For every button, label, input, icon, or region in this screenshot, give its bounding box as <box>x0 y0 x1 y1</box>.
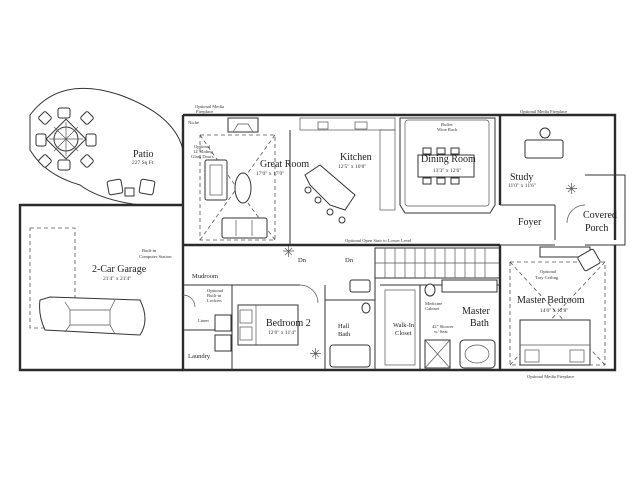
niche-note: Niche <box>188 120 199 125</box>
kitchen: Kitchen 12'5" x 10'8" <box>299 117 396 224</box>
hall-bath-label-1: Hall <box>338 323 349 330</box>
tray-note-mb-2: Tray Ceiling <box>535 275 559 280</box>
media-note-bottom: Optional Media Fireplace <box>527 374 574 379</box>
fireplace-icon <box>227 117 259 133</box>
car-icon <box>39 296 146 336</box>
dn-label-2: Dn <box>298 257 307 264</box>
tray-note-mb: Optional <box>540 269 557 274</box>
garage-size: 21'4" x 21'4" <box>103 276 131 282</box>
kitchen-size: 12'5" x 10'8" <box>338 164 366 170</box>
master-bedroom: Master Bedroom 14'0" x 12'8" Optional Tr… <box>498 244 606 379</box>
shower-note: 42" Shower <box>432 324 454 329</box>
built-in-note-2: Computer Station <box>139 254 172 259</box>
great-room: Great Room 17'0" x 17'0" Optional Media … <box>188 104 309 257</box>
stair-note: Optional Open Stair to Lower Level <box>345 238 412 243</box>
desk-icon <box>524 139 564 159</box>
patio-label: Patio <box>133 149 154 160</box>
hall-bath: Hall Bath <box>325 278 376 370</box>
plant-icon-bedroom <box>310 348 321 359</box>
great-room-size: 17'0" x 17'0" <box>256 171 284 177</box>
loveseat-icon <box>221 217 268 239</box>
glass-doors-note-2: 12' Sliding <box>193 149 214 154</box>
medicine-note: Medicine <box>425 301 442 306</box>
foyer-label: Foyer <box>518 217 542 228</box>
bedroom-2: Bedroom 2 12'0" x 11'4" <box>232 284 326 370</box>
laundry-label: Laundry <box>188 353 211 360</box>
shower-note-2: w/ Seat <box>434 329 448 334</box>
great-room-label: Great Room <box>260 159 309 170</box>
master-bed-icon <box>519 319 591 366</box>
dining-room-label: Dining Room <box>421 154 476 165</box>
bedroom2-size: 12'0" x 11'4" <box>268 330 296 336</box>
mudroom-laundry: Mudroom Optional Built-in Lockers Linen … <box>182 273 233 370</box>
sofa-icon <box>204 159 228 201</box>
bedroom2-label: Bedroom 2 <box>266 318 311 329</box>
stairs: Dn Dn Optional Open Stair to Lower Level <box>298 238 501 279</box>
porch-label-2: Porch <box>585 223 608 234</box>
master-bath: Walk-In Closet Master Bath Medicine Cabi… <box>380 279 500 370</box>
dining-room-size: 13'3" x 12'6" <box>433 168 461 174</box>
exterior-walls <box>18 113 626 372</box>
walkin-label-2: Closet <box>395 330 412 337</box>
bench-note-2: Built-in <box>207 293 222 298</box>
patio-area: Patio 227 Sq Ft <box>29 87 184 206</box>
master-bath-label-2: Bath <box>470 318 489 329</box>
plant-icon-study <box>566 183 577 194</box>
coffee-table-icon <box>234 172 252 204</box>
glass-doors-note: Optional <box>194 144 211 149</box>
study-label: Study <box>510 172 533 183</box>
dining-table-icon <box>417 147 475 185</box>
garage: 2-Car Garage 21'4" x 21'4" Built-in Comp… <box>29 227 172 336</box>
wine-rack-note: Wine Rack <box>437 127 458 132</box>
patio-size: 227 Sq Ft <box>132 160 154 166</box>
kitchen-label: Kitchen <box>340 152 372 163</box>
walkin-label-1: Walk-In <box>393 322 415 329</box>
foyer: Foyer Covered Porch <box>518 204 617 240</box>
mudroom-label: Mudroom <box>192 273 218 280</box>
bed-icon <box>237 304 299 346</box>
plant-icon <box>283 246 294 257</box>
medicine-note-2: Cabinet <box>425 306 440 311</box>
chair-icon-mb <box>577 248 601 272</box>
glass-doors-note-3: Glass Doors <box>191 154 214 159</box>
patio-chairs-icon <box>106 178 156 197</box>
garage-label: 2-Car Garage <box>92 264 147 275</box>
master-bath-label-1: Master <box>462 306 490 317</box>
dining-room: Dining Room 13'3" x 12'6" Buffet Wine Ra… <box>399 117 496 214</box>
buffet-note: Buffet <box>441 122 453 127</box>
built-in-note: Built-in <box>142 248 157 253</box>
study-size: 11'0" x 11'6" <box>508 183 536 189</box>
master-bedroom-size: 14'0" x 12'8" <box>540 308 568 314</box>
patio-table-icon <box>35 107 97 171</box>
media-note-right: Optional Media Fireplace <box>520 109 567 114</box>
study: Study 11'0" x 11'6" Optional Media Firep… <box>498 109 577 206</box>
hall-bath-label-2: Bath <box>338 331 351 338</box>
porch-label-1: Covered <box>583 210 617 221</box>
linen-note: Linen <box>198 318 209 323</box>
bench-note-3: Lockers <box>207 298 222 303</box>
media-note-top: Optional Media <box>195 104 224 109</box>
tub-icon <box>459 339 496 369</box>
chair-icon <box>539 127 551 139</box>
kitchen-island-icon <box>304 164 356 224</box>
bench-note: Optional <box>207 288 224 293</box>
master-bedroom-label: Master Bedroom <box>517 295 585 306</box>
dn-label: Dn <box>345 257 354 264</box>
media-note-top-2: Fireplace <box>196 109 213 114</box>
